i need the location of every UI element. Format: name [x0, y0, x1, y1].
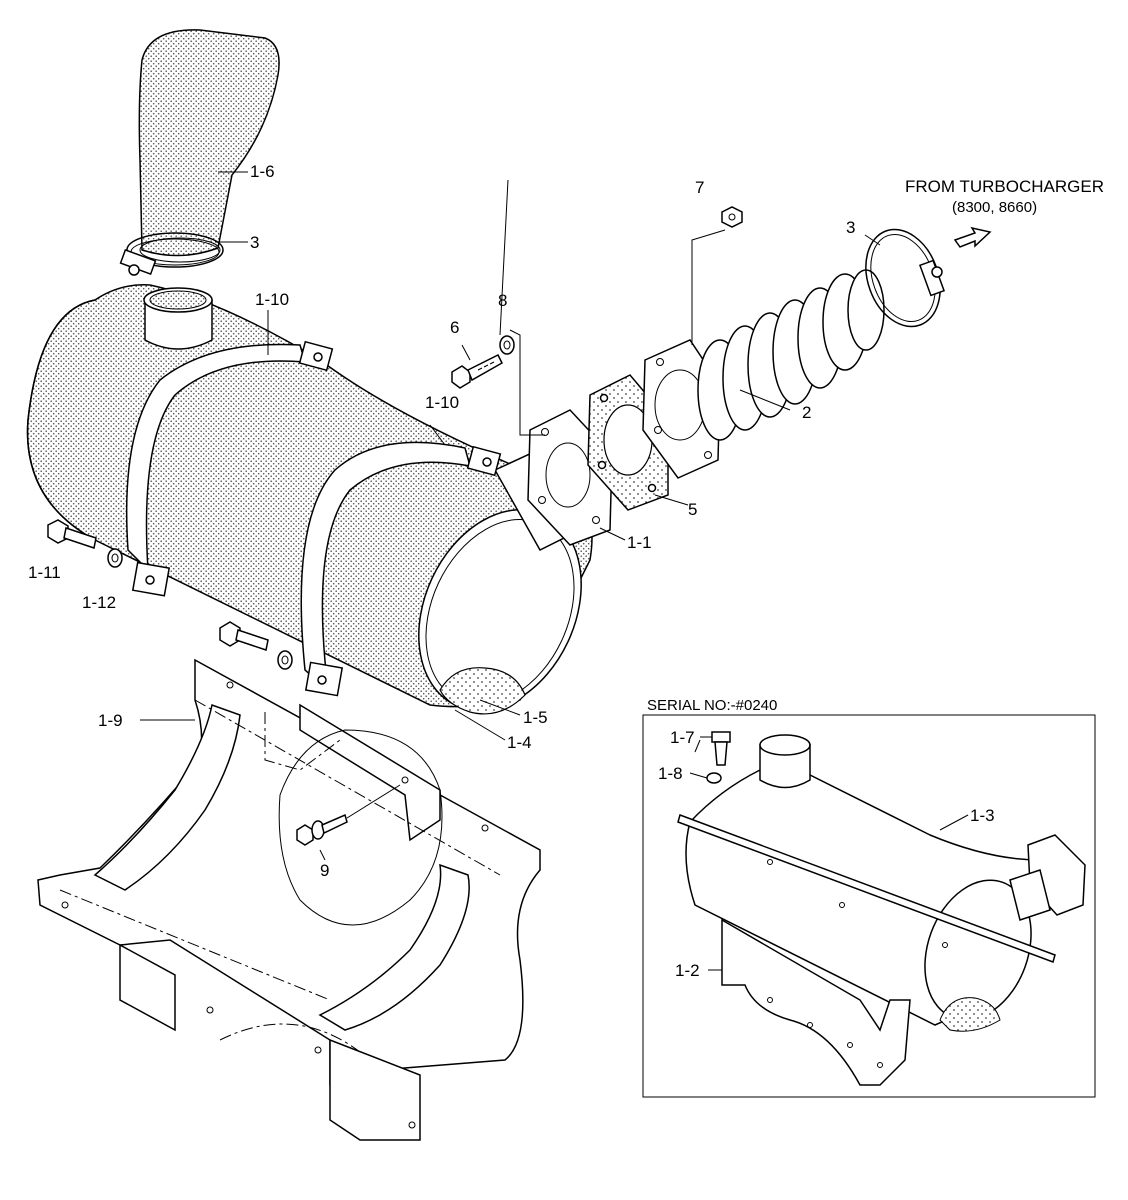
callout-5: 5 [688, 500, 697, 519]
callout-1-5: 1-5 [523, 708, 548, 727]
inset-title: SERIAL NO:-#0240 [647, 697, 777, 714]
callout-1-10-top: 1-10 [255, 290, 289, 309]
mounting-bolt-center [219, 621, 293, 670]
labels: FROM TURBOCHARGER (8300, 8660) 1-6 3 3 7… [28, 162, 1104, 980]
mounting-bolt-left [47, 519, 97, 549]
callout-3-top: 3 [250, 233, 259, 252]
model-numbers: (8300, 8660) [952, 199, 1037, 216]
muffler-band-right [300, 441, 502, 697]
callout-1-12: 1-12 [82, 593, 116, 612]
callout-6: 6 [450, 318, 459, 337]
callout-7: 7 [695, 178, 704, 197]
callout-1-9: 1-9 [98, 711, 123, 730]
mounting-washer-left [107, 548, 123, 568]
hex-bolt [451, 353, 503, 389]
muffler-band-left [125, 340, 334, 597]
leader-lines [140, 171, 881, 861]
band-clamp-right [865, 228, 946, 328]
source-label: FROM TURBOCHARGER [905, 177, 1104, 196]
callout-3-right: 3 [846, 218, 855, 237]
callout-2: 2 [802, 403, 811, 422]
callout-1-11: 1-11 [28, 563, 61, 582]
detail-zoom-circle [278, 729, 443, 926]
hex-nut [721, 206, 743, 228]
callout-1-1: 1-1 [627, 533, 652, 552]
muffler-mounting-bracket [37, 658, 541, 1141]
callout-9: 9 [320, 861, 329, 880]
callout-1-6: 1-6 [250, 162, 275, 181]
callout-1-7: 1-7 [670, 728, 695, 747]
band-clamp-top [119, 232, 224, 276]
flexible-bellows-pipe [642, 269, 885, 479]
flat-washer [499, 335, 515, 355]
inset-detail-box [642, 714, 1096, 1098]
callout-1-3: 1-3 [970, 806, 995, 825]
callout-8: 8 [498, 291, 507, 310]
callout-1-10-mid: 1-10 [425, 393, 459, 412]
hollow-arrow-down-left-icon [953, 226, 992, 248]
exhaust-elbow-pipe [138, 29, 280, 263]
callout-1-2: 1-2 [675, 961, 700, 980]
callout-1-8: 1-8 [658, 764, 683, 783]
callout-1-4: 1-4 [507, 733, 532, 752]
